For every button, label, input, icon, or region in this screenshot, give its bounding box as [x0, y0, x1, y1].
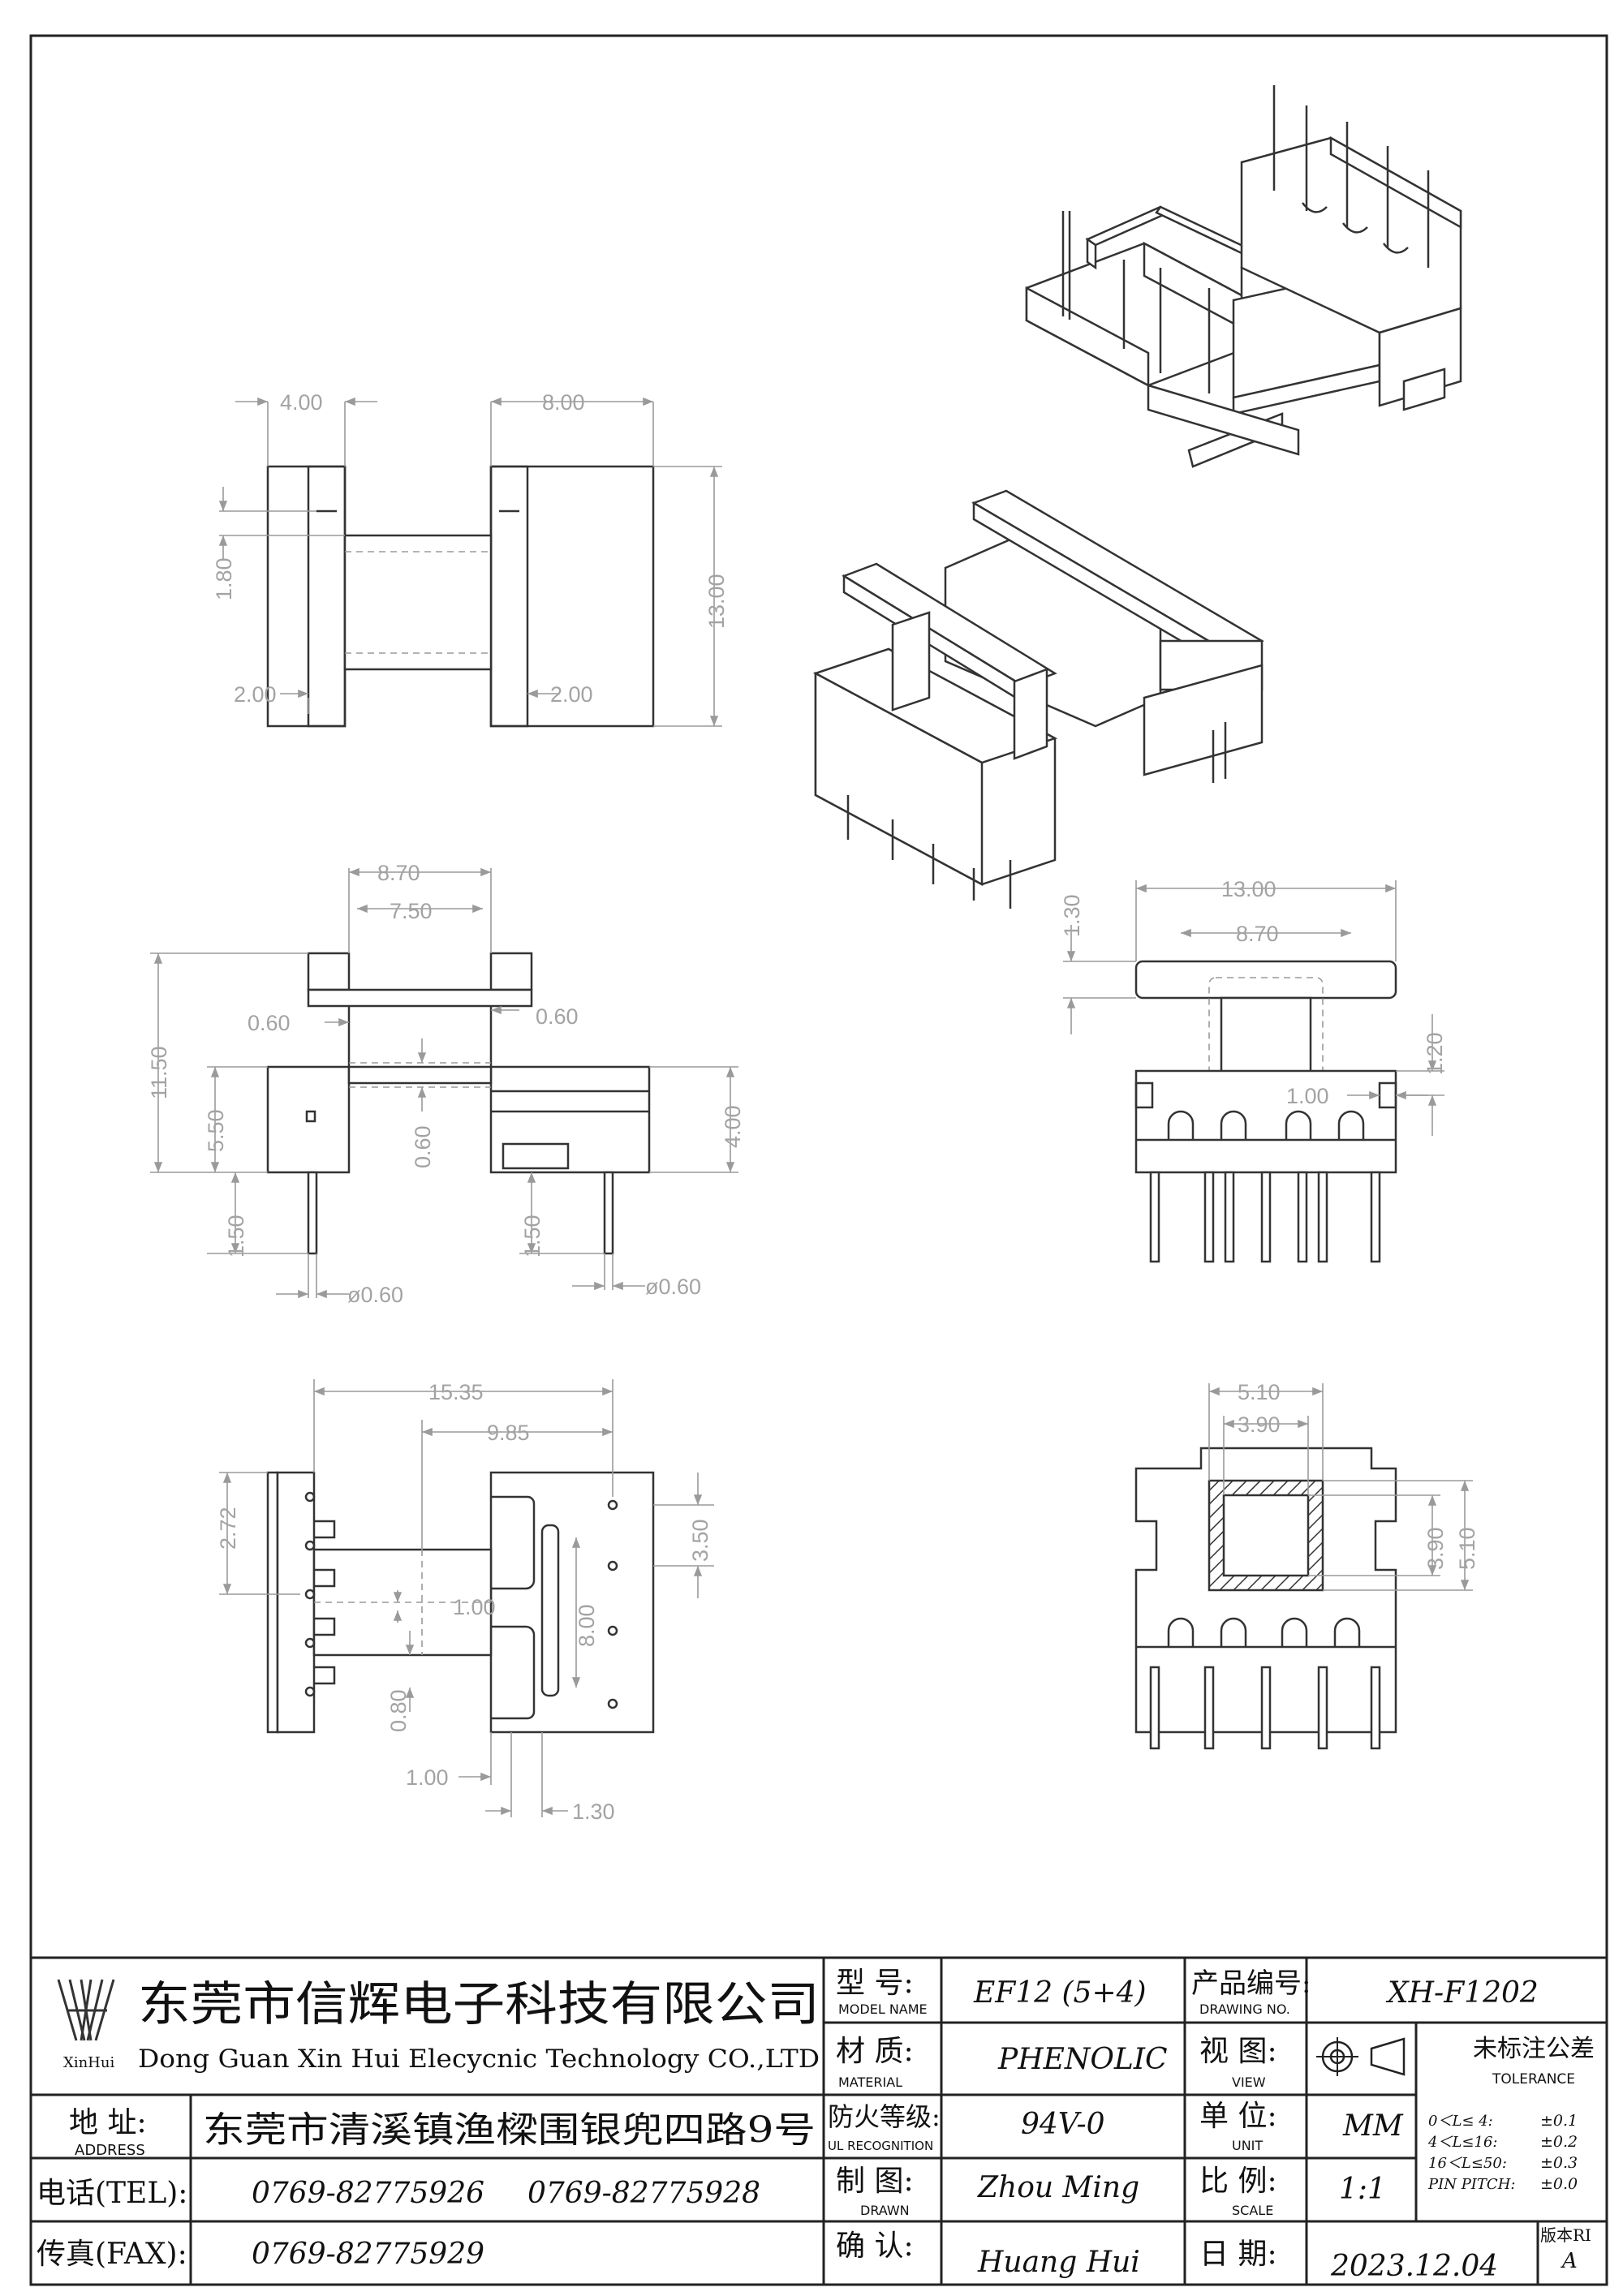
dim-7-50: 7.50 — [390, 899, 433, 923]
scale-label-en: SCALE — [1232, 2203, 1273, 2218]
dim-5-50: 5.50 — [204, 1109, 228, 1152]
material-value: PHENOLIC — [997, 2043, 1168, 2076]
tolerance-range-2: 4＜L≤16: — [1427, 2134, 1497, 2151]
dim-5-10-top: 5.10 — [1238, 1380, 1281, 1404]
scale-label: 比 例: — [1199, 2165, 1277, 2198]
tel-value-1: 0769-82775926 — [252, 2177, 484, 2210]
address-label: 地 址: — [69, 2106, 147, 2139]
dim-8-70: 8.70 — [377, 861, 420, 885]
tolerance-value-1: ±0.1 — [1540, 2112, 1578, 2130]
tolerance-range-1: 0＜L≤ 4: — [1428, 2113, 1493, 2130]
bottom-view: 15.35 9.85 2.72 3.50 1.00 8.00 0.80 1.00… — [216, 1379, 714, 1824]
dim-0-60-left: 0.60 — [248, 1011, 291, 1035]
dim-8-00: 8.00 — [542, 390, 585, 415]
scale-value: 1:1 — [1339, 2173, 1386, 2206]
version-label: 版本RI — [1540, 2225, 1591, 2245]
tolerance-title: 未标注公差 — [1473, 2035, 1595, 2063]
drawn-value: Zhou Ming — [977, 2171, 1139, 2204]
ul-label-en: UL RECOGNITION — [828, 2139, 933, 2153]
dim-3-90-top: 3.90 — [1238, 1412, 1281, 1437]
drawn-label: 制 图: — [836, 2165, 914, 2198]
model-label: 型 号: — [836, 1967, 914, 2000]
dim-8-70-end: 8.70 — [1236, 922, 1279, 946]
dim-pin-dia-right: ø0.60 — [645, 1275, 701, 1299]
model-label-en: MODEL NAME — [838, 2001, 928, 2017]
dim-1-00-bottom: 1.00 — [406, 1765, 449, 1790]
dim-1-30-bottom: 1.30 — [572, 1799, 615, 1824]
dim-5-10-side: 5.10 — [1455, 1527, 1479, 1570]
address-value: 东莞市清溪镇渔樑围银兜四路9号 — [203, 2109, 816, 2151]
dim-4-00: 4.00 — [280, 390, 323, 415]
view-label: 视 图: — [1199, 2035, 1277, 2068]
fax-label: 传真(FAX): — [37, 2238, 187, 2271]
dim-2-00-right: 2.00 — [550, 682, 593, 707]
dim-11-50: 11.50 — [147, 1046, 171, 1099]
ul-label: 防火等级: — [828, 2101, 941, 2132]
drawing-no-label-en: DRAWING NO. — [1199, 2001, 1290, 2017]
tolerance-range-4: PIN PITCH: — [1427, 2176, 1515, 2193]
section-view: 5.10 3.90 3.90 5.10 — [1134, 1380, 1479, 1750]
dim-13-00: 13.00 — [704, 574, 729, 629]
check-label: 确 认: — [836, 2229, 914, 2263]
top-view: 4.00 8.00 1.80 13.00 2.00 2.00 — [212, 390, 729, 728]
dim-8-00-slot: 8.00 — [575, 1604, 599, 1647]
isometric-view-lower — [812, 489, 1264, 909]
dim-0-60-wall: 0.60 — [411, 1125, 435, 1168]
dim-3-50: 3.50 — [688, 1519, 712, 1562]
dim-0-80: 0.80 — [386, 1689, 411, 1732]
unit-label: 单 位: — [1199, 2100, 1277, 2133]
drawn-label-en: DRAWN — [860, 2203, 910, 2218]
material-label: 材 质: — [836, 2035, 914, 2068]
dim-1-20-end: 1.20 — [1423, 1032, 1447, 1075]
dim-1-00-core: 1.00 — [453, 1595, 496, 1619]
dim-9-85: 9.85 — [487, 1421, 530, 1445]
company-name-cn: 东莞市信辉电子科技有限公司 — [138, 1976, 820, 2032]
dim-1-30-end: 1.30 — [1060, 894, 1084, 937]
dim-13-00-end: 13.00 — [1221, 877, 1276, 901]
dim-3-90-side: 3.90 — [1423, 1527, 1448, 1570]
drawing-no-value: XH-F1202 — [1385, 1976, 1539, 2010]
date-value: 2023.12.04 — [1330, 2250, 1498, 2283]
side-view: 8.70 7.50 0.60 0.60 11.50 5.50 0.60 4.00… — [147, 861, 745, 1307]
company-logo: XinHui — [57, 1979, 114, 2071]
dim-pin-dia-left: ø0.60 — [347, 1283, 403, 1307]
dim-1-50-right: 1.50 — [520, 1215, 545, 1258]
tolerance-value-2: ±0.2 — [1540, 2133, 1578, 2151]
tolerance-value-3: ±0.3 — [1540, 2154, 1578, 2172]
tel-label: 电话(TEL): — [37, 2177, 187, 2210]
dim-1-50-left: 1.50 — [224, 1215, 248, 1258]
end-view: 13.00 8.70 1.30 1.20 1.00 — [1060, 877, 1447, 1263]
projection-symbol-icon — [1316, 2037, 1406, 2076]
drawing-no-label: 产品编号: — [1191, 1967, 1311, 2000]
tolerance-value-4: ±0.0 — [1540, 2175, 1578, 2193]
isometric-view-upper — [1025, 85, 1462, 468]
ul-value: 94V-0 — [1021, 2108, 1105, 2141]
dim-4-00-height: 4.00 — [721, 1105, 745, 1148]
title-block: XinHui 东莞市信辉电子科技有限公司 Dong Guan Xin Hui E… — [29, 1956, 1608, 2286]
tolerance-title-en: TOLERANCE — [1492, 2071, 1575, 2087]
material-label-en: MATERIAL — [838, 2075, 902, 2090]
dim-0-60-right: 0.60 — [536, 1004, 579, 1029]
unit-label-en: UNIT — [1232, 2138, 1263, 2153]
address-label-en: ADDRESS — [75, 2142, 145, 2159]
tolerance-range-3: 16＜L≤50: — [1428, 2155, 1507, 2172]
date-label: 日 期: — [1199, 2238, 1277, 2271]
dim-1-80: 1.80 — [212, 557, 236, 600]
view-label-en: VIEW — [1232, 2075, 1266, 2090]
logo-text: XinHui — [63, 2054, 114, 2071]
unit-value: MM — [1342, 2109, 1404, 2143]
company-name-en: Dong Guan Xin Hui Elecycnic Technology C… — [138, 2044, 820, 2074]
version-value: A — [1561, 2249, 1578, 2273]
dim-2-00-left: 2.00 — [234, 682, 277, 707]
dim-15-35: 15.35 — [428, 1380, 484, 1404]
check-value: Huang Hui — [977, 2246, 1140, 2279]
model-value: EF12 (5+4) — [973, 1976, 1147, 2010]
dim-1-00-end: 1.00 — [1286, 1084, 1329, 1108]
dim-2-72: 2.72 — [216, 1507, 240, 1550]
fax-value: 0769-82775929 — [252, 2238, 484, 2271]
tel-value-2: 0769-82775928 — [527, 2177, 760, 2210]
